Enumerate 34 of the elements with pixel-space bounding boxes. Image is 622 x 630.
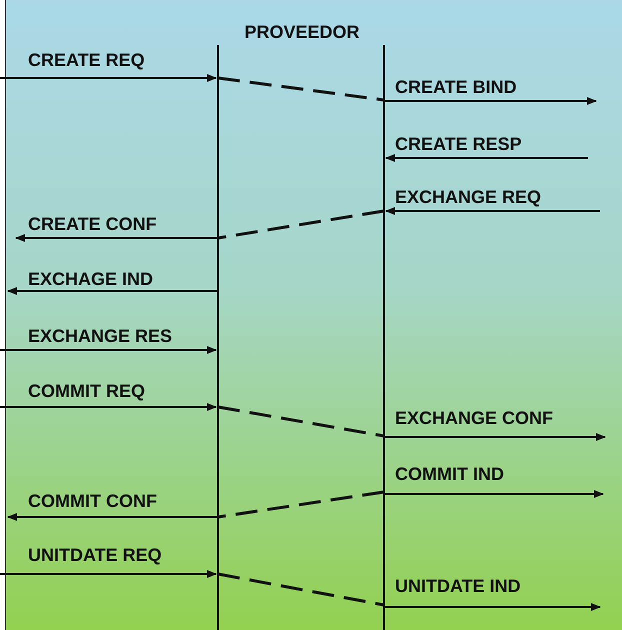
lifeline (383, 45, 385, 630)
message-arrow (0, 346, 217, 354)
dashed-connector (218, 572, 384, 606)
edge-label: CREATE RESP (395, 134, 522, 155)
message-arrow (0, 403, 217, 411)
edge-label: CREATE REQ (28, 50, 145, 71)
message-arrow (385, 207, 600, 215)
edge-label: CREATE CONF (28, 214, 157, 235)
edge-label: EXCHAGE IND (28, 269, 154, 290)
lifeline (217, 45, 219, 630)
heading: PROVEEDOR (243, 22, 361, 43)
edge-label: COMMIT CONF (28, 491, 157, 512)
message-arrow (0, 570, 217, 578)
message-arrow (7, 513, 218, 521)
edge-label: UNITDATE IND (395, 576, 521, 597)
edge-label: COMMIT IND (395, 464, 504, 485)
edge-label: EXCHANGE RES (28, 326, 172, 347)
dashed-connector (218, 76, 384, 102)
message-arrow (384, 603, 601, 611)
dashed-connector (218, 490, 384, 518)
message-arrow (384, 97, 597, 105)
message-arrow (384, 490, 604, 498)
dashed-connector (218, 210, 384, 240)
dashed-connector (218, 406, 384, 438)
message-arrow (384, 433, 606, 441)
edge-label: EXCHANGE CONF (395, 408, 554, 429)
message-arrow (15, 234, 218, 242)
edge-label: CREATE BIND (395, 77, 517, 98)
message-arrow (7, 287, 218, 295)
edge-label: COMMIT REQ (28, 381, 145, 402)
edge-label: EXCHANGE REQ (395, 187, 542, 208)
message-arrow (0, 74, 217, 82)
message-arrow (385, 154, 588, 162)
edge-label: UNITDATE REQ (28, 545, 162, 566)
